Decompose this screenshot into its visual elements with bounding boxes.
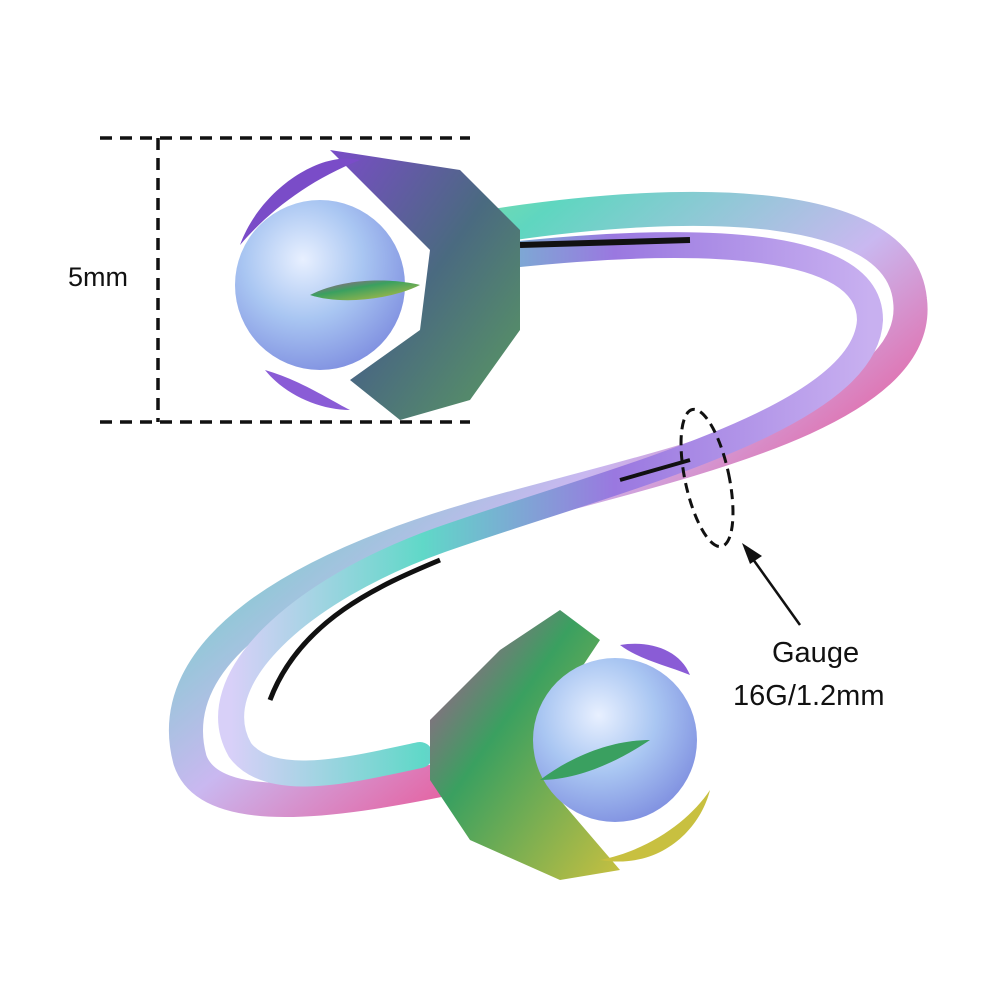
dimension-label: 5mm xyxy=(68,262,128,292)
gauge-marker xyxy=(679,407,735,549)
gauge-title: Gauge xyxy=(772,637,860,669)
gauge-value: 16G/1.2mm xyxy=(733,680,885,712)
top-ball-claw xyxy=(235,150,520,420)
ring-band xyxy=(168,191,928,817)
dimension-lines xyxy=(100,136,470,424)
arrow-icon xyxy=(742,543,802,626)
bottom-gem-ball xyxy=(533,658,697,822)
top-gem-ball xyxy=(235,200,405,370)
bottom-ball-claw xyxy=(430,610,710,880)
